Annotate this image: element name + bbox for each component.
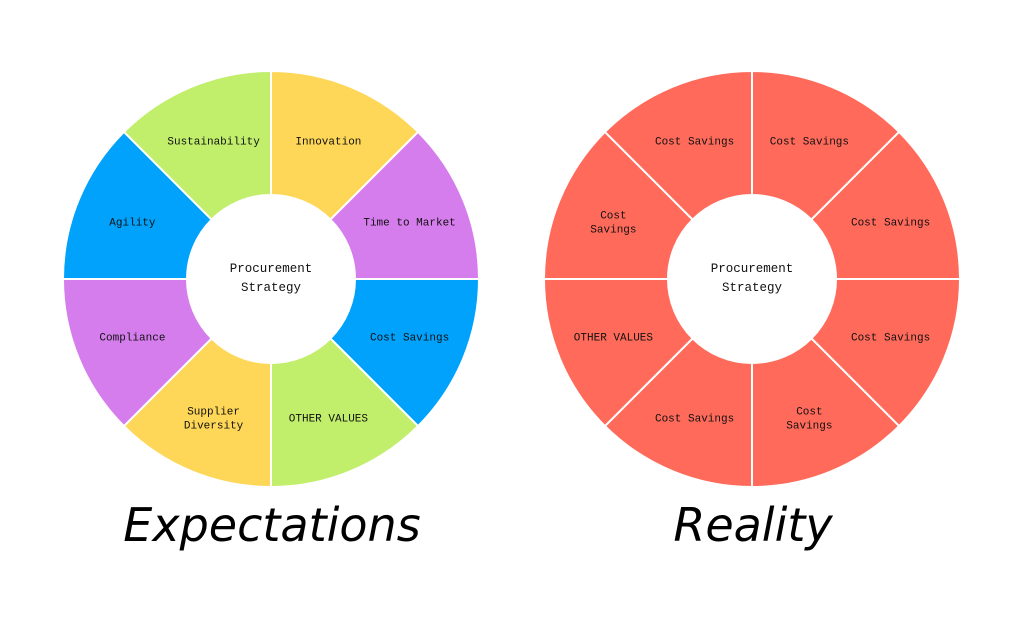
reality-segment-label: Cost Savings xyxy=(851,218,930,230)
reality-segment-label: Cost Savings xyxy=(770,136,849,148)
reality-segment-label: Cost Savings xyxy=(655,414,734,426)
reality-segment-label: Cost Savings xyxy=(851,332,930,344)
expectations-caption: Expectations xyxy=(123,498,421,552)
expectations-segment-label: Cost Savings xyxy=(370,332,449,344)
reality-center-hub xyxy=(668,195,836,363)
expectations-segment-label: OTHER VALUES xyxy=(289,414,369,426)
expectations-segment-label: Innovation xyxy=(295,136,361,148)
reality-segment-label: OTHER VALUES xyxy=(574,332,654,344)
expectations-segment-label: Agility xyxy=(109,218,156,230)
reality-caption: Reality xyxy=(673,498,833,552)
expectations-segment-label: Sustainability xyxy=(167,136,260,148)
expectations-segment-label: Compliance xyxy=(99,332,165,344)
expectations-segment-label: Time to Market xyxy=(363,218,455,230)
reality-segment-label: Cost Savings xyxy=(655,136,734,148)
expectations-center-hub xyxy=(187,195,355,363)
